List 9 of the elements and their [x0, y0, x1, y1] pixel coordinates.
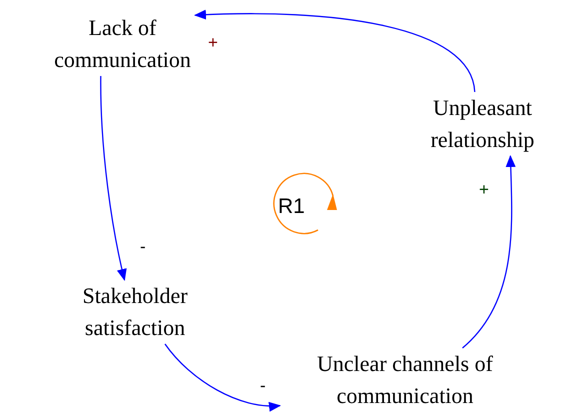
loop-label: R1 [278, 195, 305, 219]
arrow [194, 10, 476, 92]
variable-label: Stakeholder satisfaction [60, 280, 210, 344]
arrow [100, 76, 127, 281]
arrow [462, 155, 516, 348]
variable-label: Unpleasant relationship [405, 92, 560, 156]
variable-label: Lack of communication [50, 12, 195, 76]
arrow [164, 344, 281, 412]
variable-label: Unclear channels of communication [280, 348, 530, 412]
